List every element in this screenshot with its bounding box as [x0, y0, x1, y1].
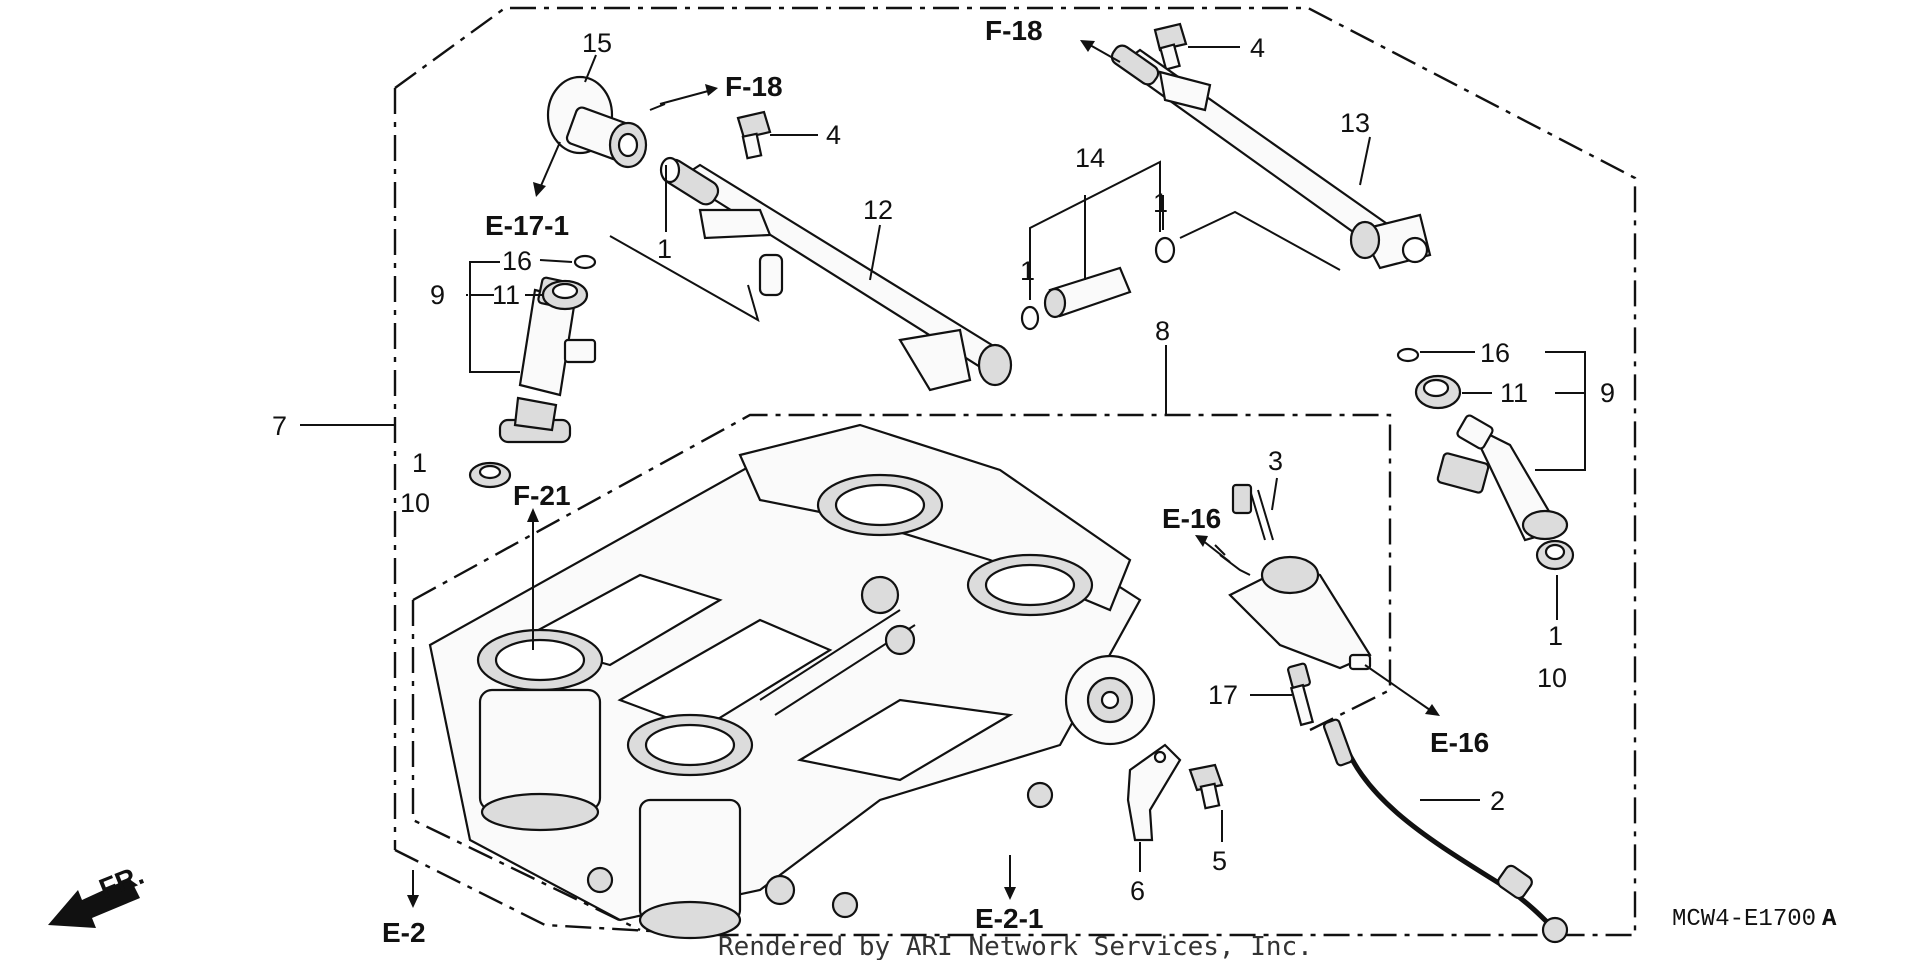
cushion-ring-10-left	[468, 461, 512, 489]
callout-9-left: 9	[430, 280, 445, 310]
callout-2: 2	[1490, 786, 1505, 816]
callout-14: 14	[1075, 143, 1105, 173]
ref-e16-lower: E-16	[1430, 727, 1489, 758]
fuel-rail-left	[660, 158, 1013, 392]
callout-6: 6	[1130, 876, 1145, 906]
callout-11-left: 11	[492, 280, 520, 310]
bolt-5	[1188, 763, 1224, 810]
stay-6	[1126, 743, 1182, 842]
callout-11-right: 11	[1500, 378, 1528, 408]
callout-1-pipe-right: 1	[1153, 188, 1168, 218]
callout-3: 3	[1268, 446, 1283, 476]
seal-ring-11-right	[1414, 374, 1462, 410]
throttle-cable	[1322, 718, 1569, 944]
reference-labels: F-18 F-18 E-17-1 F-21 E-16 E-16 E-2 E-2-…	[382, 15, 1489, 948]
callout-9-right: 9	[1600, 378, 1615, 408]
callout-labels: 15 4 4 1 12 14 1 1 13 16 9 11 7 1 10 8 1…	[272, 28, 1615, 906]
ref-e2: E-2	[382, 917, 426, 948]
o-ring-1-pipe-left	[1020, 305, 1040, 331]
front-marker-label: FR.	[95, 859, 148, 905]
sensor-3	[1228, 483, 1372, 671]
joint-pipe	[1043, 266, 1132, 319]
ref-f18-top: F-18	[985, 15, 1043, 46]
ref-e17-1: E-17-1	[485, 210, 569, 241]
ref-e2-1: E-2-1	[975, 903, 1043, 934]
ref-f21: F-21	[513, 480, 571, 511]
callout-5: 5	[1212, 846, 1227, 876]
throttle-body-assembly	[428, 423, 1156, 940]
o-ring-16-left	[573, 254, 597, 270]
callout-12: 12	[863, 195, 893, 225]
diagram-code-suffix: A	[1822, 906, 1837, 933]
render-credit: Rendered by ARI Network Services, Inc.	[718, 932, 1313, 960]
callout-1-rail-left: 1	[657, 234, 672, 264]
front-direction-arrow	[48, 878, 140, 928]
seal-ring-11-left	[541, 279, 589, 311]
fuel-rail-right	[1110, 44, 1432, 270]
callout-15: 15	[582, 28, 612, 58]
fuel-injector-right	[1436, 414, 1569, 542]
callout-16-right: 16	[1480, 338, 1510, 368]
callout-4-right: 4	[1250, 33, 1265, 63]
callout-1-left-lower: 1	[412, 448, 427, 478]
ref-f18-regulator: F-18	[725, 71, 783, 102]
callout-4-left: 4	[826, 120, 841, 150]
o-ring-1-rail-left	[659, 156, 681, 184]
callout-10-left: 10	[400, 488, 430, 518]
reference-arrows	[407, 40, 1440, 908]
callout-17: 17	[1208, 680, 1238, 710]
callout-1-right-lower: 1	[1548, 621, 1563, 651]
bolt-17	[1287, 662, 1315, 727]
bolt-4-right	[1153, 22, 1188, 71]
bolt-4-left	[736, 110, 772, 160]
callout-1-pipe-left: 1	[1020, 256, 1035, 286]
callout-10-right: 10	[1537, 663, 1567, 693]
cushion-ring-10-right	[1535, 539, 1575, 571]
callout-16-left: 16	[502, 246, 532, 276]
callout-7: 7	[272, 411, 287, 441]
callout-8: 8	[1155, 316, 1170, 346]
callout-13: 13	[1340, 108, 1370, 138]
o-ring-1-pipe-right	[1154, 236, 1176, 264]
ref-e16-upper: E-16	[1162, 503, 1221, 534]
leader-lines	[300, 46, 1586, 872]
pressure-regulator	[546, 75, 666, 169]
o-ring-16-right	[1396, 347, 1420, 363]
